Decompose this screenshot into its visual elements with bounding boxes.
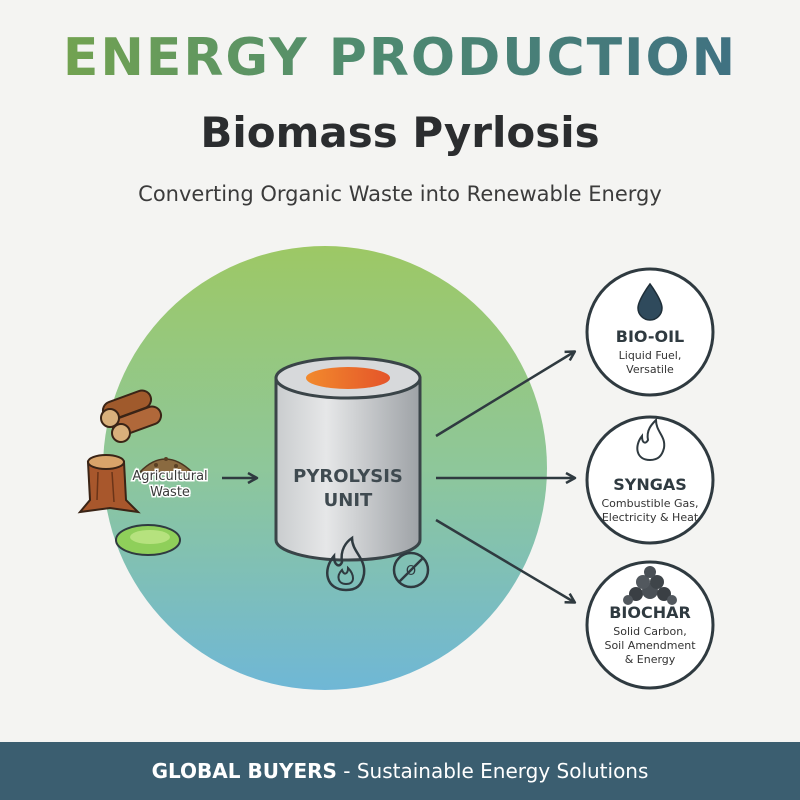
arrow-to-bio-oil	[435, 352, 574, 438]
footer-text: Sustainable Energy Solutions	[356, 759, 649, 783]
footer-brand: GLOBAL BUYERS	[151, 759, 337, 783]
syngas-title: SYNGAS	[613, 475, 687, 494]
syngas-desc-line1: Combustible Gas,	[602, 497, 699, 510]
logs-icon	[100, 389, 163, 443]
page-title: ENERGY PRODUCTION	[0, 28, 800, 88]
arrow-to-biochar	[435, 518, 574, 602]
footer-separator: -	[336, 759, 357, 783]
coal-pile-icon	[623, 566, 677, 605]
unit-label-line1: PYROLYSIS	[293, 466, 403, 487]
input-label-line2: Waste	[150, 485, 190, 500]
biochar-desc-line1: Solid Carbon,	[613, 625, 686, 638]
bio-oil-desc-line1: Liquid Fuel,	[619, 349, 682, 362]
biochar-desc-line2: Soil Amendment	[604, 639, 696, 652]
syngas-flame-icon	[636, 417, 666, 462]
page-subtitle: Biomass Pyrlosis	[200, 108, 600, 157]
droplet-icon	[637, 282, 663, 321]
input-label-line1: Agricultural	[132, 469, 207, 484]
bio-oil-desc-line2: Versatile	[626, 363, 674, 376]
flame-icon	[326, 535, 366, 592]
no-oxygen-icon: O	[392, 551, 430, 589]
footer-banner: GLOBAL BUYERS - Sustainable Energy Solut…	[0, 742, 800, 800]
tree-stump-icon	[77, 454, 141, 514]
biochar-output: BIOCHAR Solid Carbon, Soil Amendment & E…	[585, 560, 715, 690]
wood-chips-icon	[138, 457, 194, 473]
biochar-title: BIOCHAR	[609, 603, 691, 622]
syngas-desc-line2: Electricity & Heat	[602, 511, 699, 524]
bio-oil-output: BIO-OIL Liquid Fuel, Versatile	[585, 267, 715, 397]
bio-oil-title: BIO-OIL	[616, 327, 684, 346]
syngas-output: SYNGAS Combustible Gas, Electricity & He…	[585, 415, 715, 545]
tagline: Converting Organic Waste into Renewable …	[138, 182, 662, 206]
biochar-desc-line3: & Energy	[625, 653, 676, 666]
unit-label-line2: UNIT	[324, 490, 373, 511]
green-biomass-icon	[115, 524, 181, 556]
pyrolysis-unit	[274, 356, 422, 562]
heat-core	[306, 367, 390, 389]
